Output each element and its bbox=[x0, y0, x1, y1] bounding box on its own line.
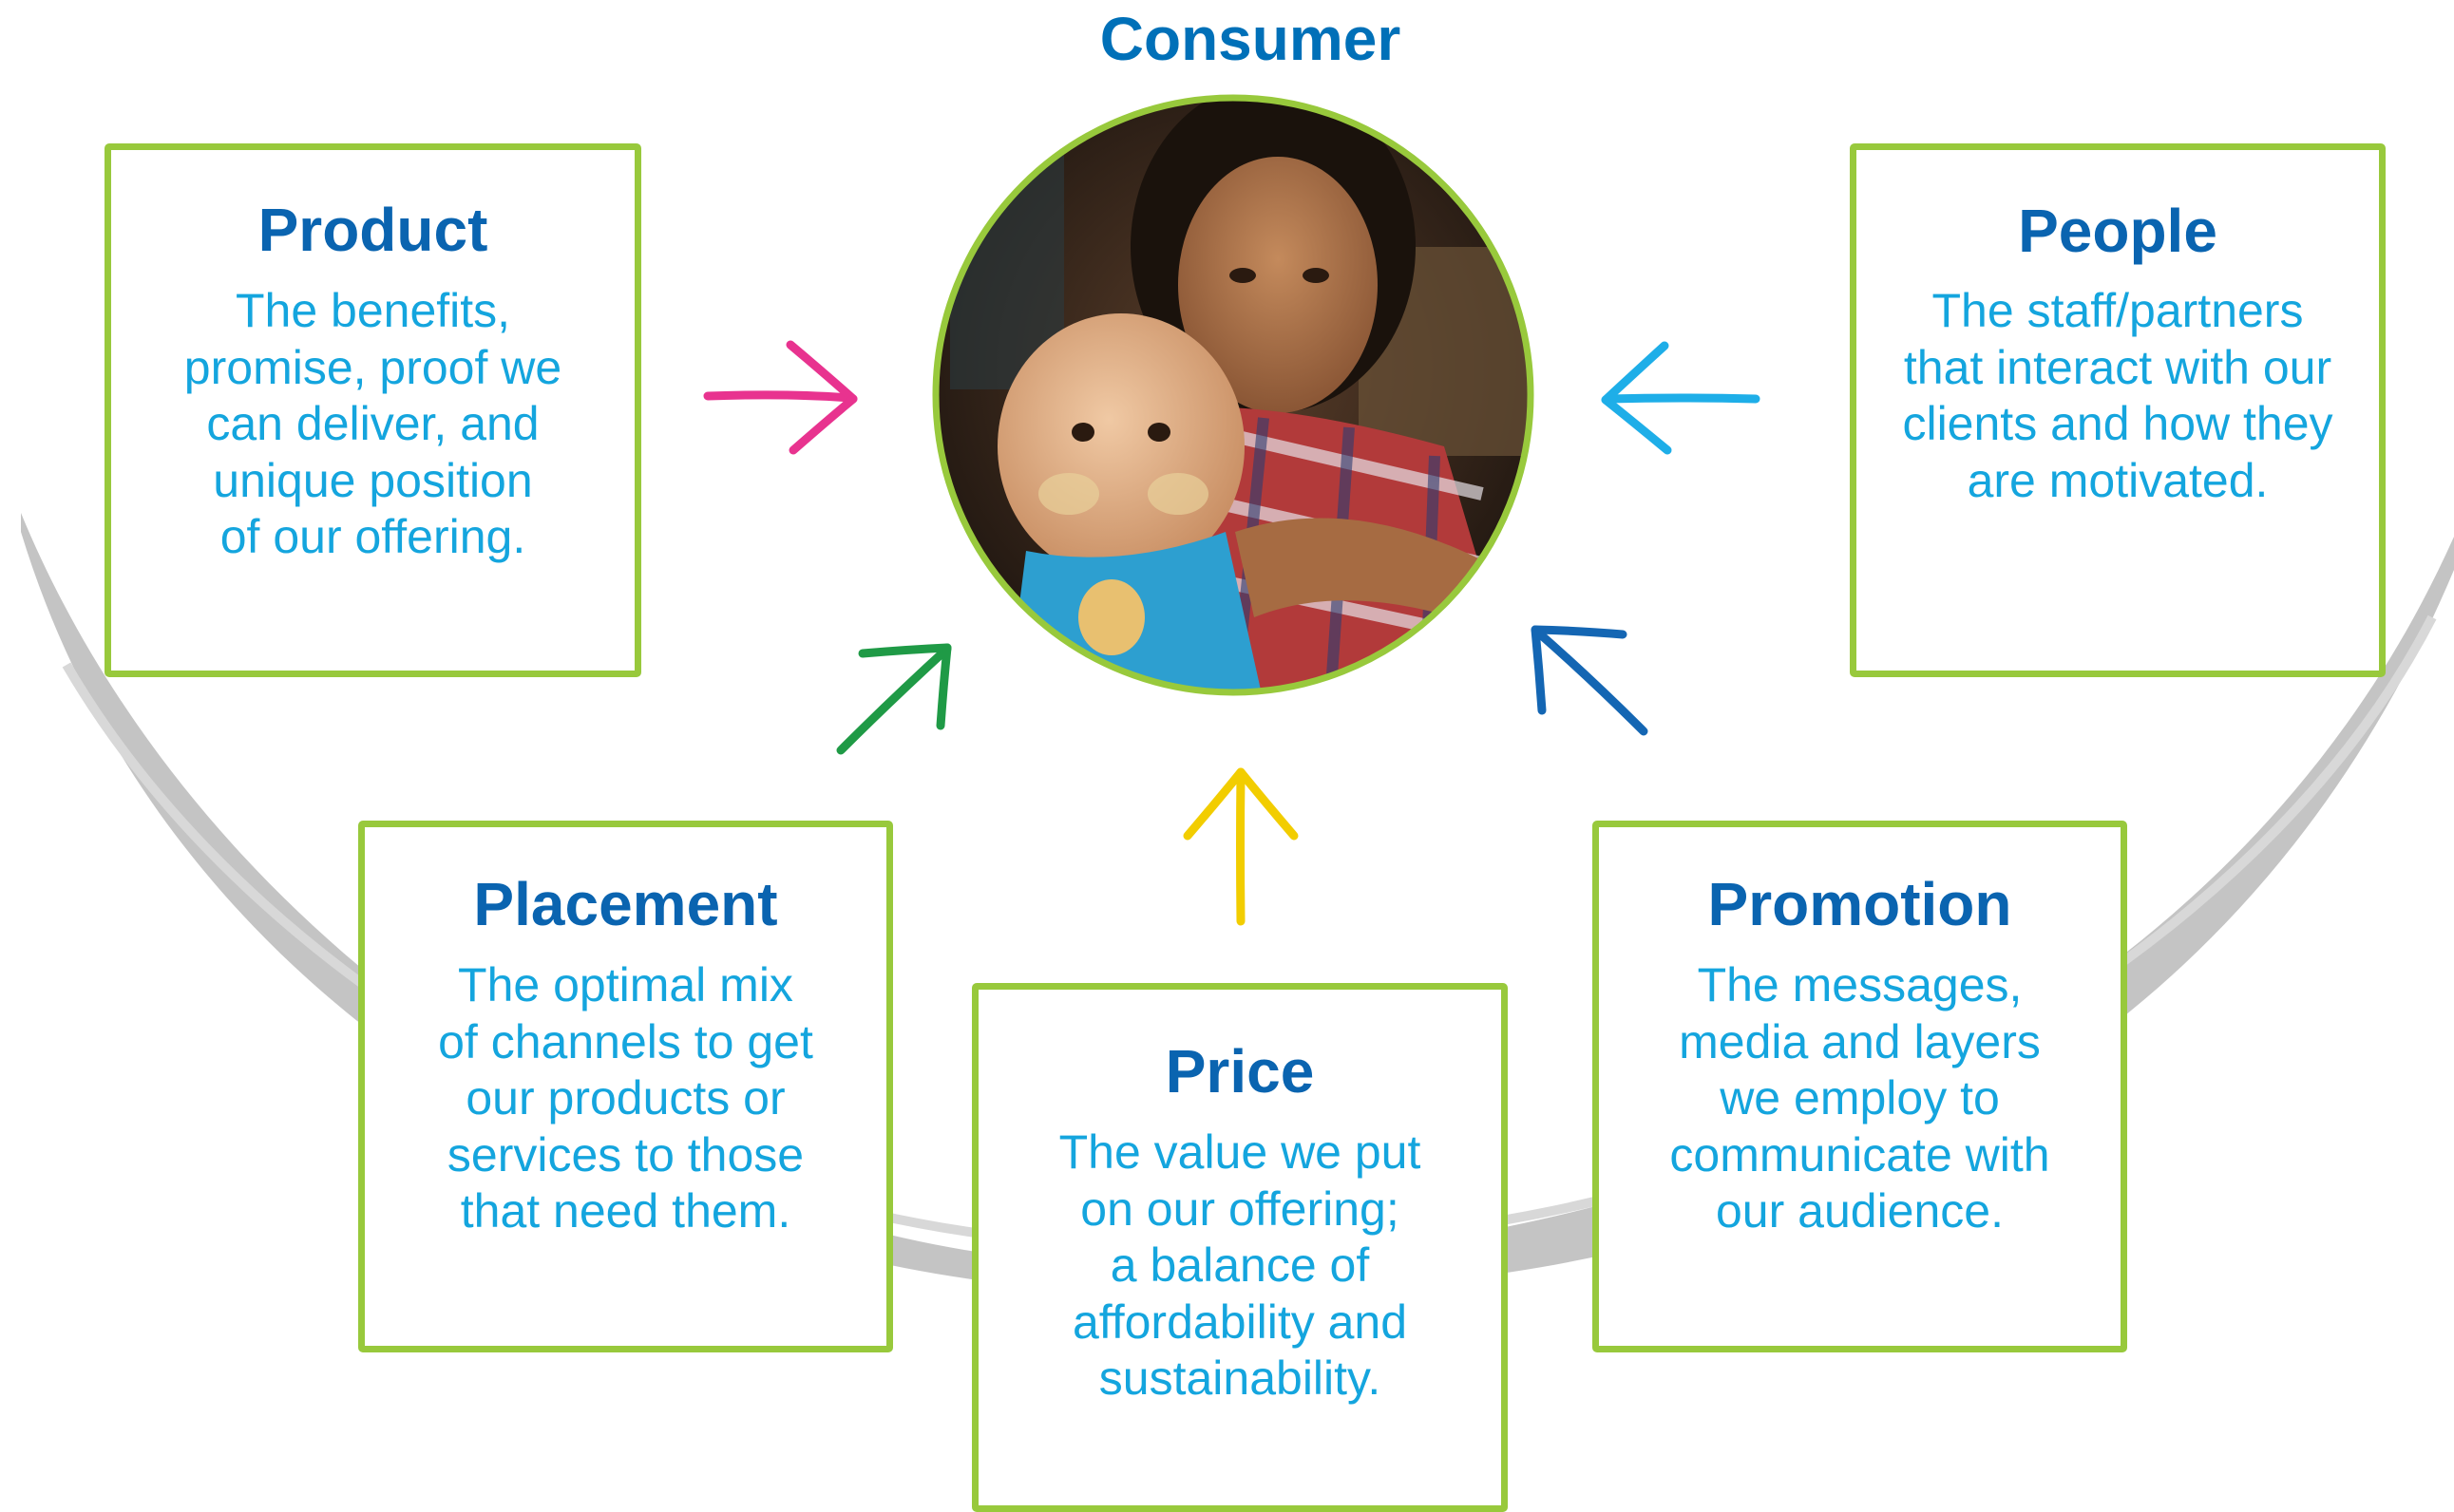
card-people-title: People bbox=[2018, 197, 2217, 265]
card-price-body: The value we put on our offering; a bala… bbox=[1058, 1125, 1421, 1405]
card-people-body: The staff/partners that interact with ou… bbox=[1902, 284, 2333, 507]
card-product-body: The benefits, promise, proof we can deli… bbox=[183, 284, 562, 563]
card-people: People The staff/partners that interact … bbox=[1850, 143, 2386, 677]
card-placement-title: Placement bbox=[473, 870, 778, 938]
card-product-title: Product bbox=[257, 196, 488, 264]
card-promotion-title: Promotion bbox=[1707, 870, 2012, 938]
consumer-title: Consumer bbox=[1099, 5, 1401, 73]
card-product: Product The benefits, promise, proof we … bbox=[105, 143, 641, 677]
card-placement: Placement The optimal mix of channels to… bbox=[358, 821, 893, 1352]
card-price: Price The value we put on our offering; … bbox=[972, 983, 1508, 1512]
card-placement-body: The optimal mix of channels to get our p… bbox=[438, 958, 813, 1238]
card-promotion-body: The messages, media and layers we employ… bbox=[1669, 958, 2050, 1238]
card-promotion: Promotion The messages, media and layers… bbox=[1592, 821, 2127, 1352]
card-price-title: Price bbox=[1165, 1037, 1315, 1106]
